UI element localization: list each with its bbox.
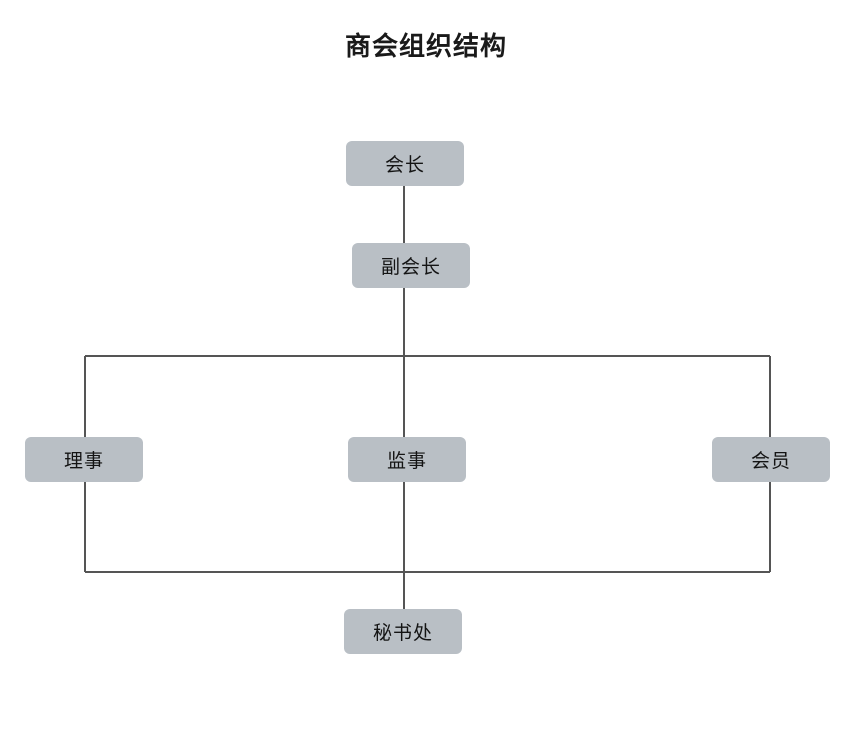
org-node-president[interactable]: 会长 [346,141,464,186]
org-node-member[interactable]: 会员 [712,437,830,482]
org-node-vice-president[interactable]: 副会长 [352,243,470,288]
page-title: 商会组织结构 [344,32,507,62]
org-node-secretariat[interactable]: 秘书处 [344,609,462,654]
org-node-director[interactable]: 理事 [25,437,143,482]
org-node-supervisor[interactable]: 监事 [348,437,466,482]
